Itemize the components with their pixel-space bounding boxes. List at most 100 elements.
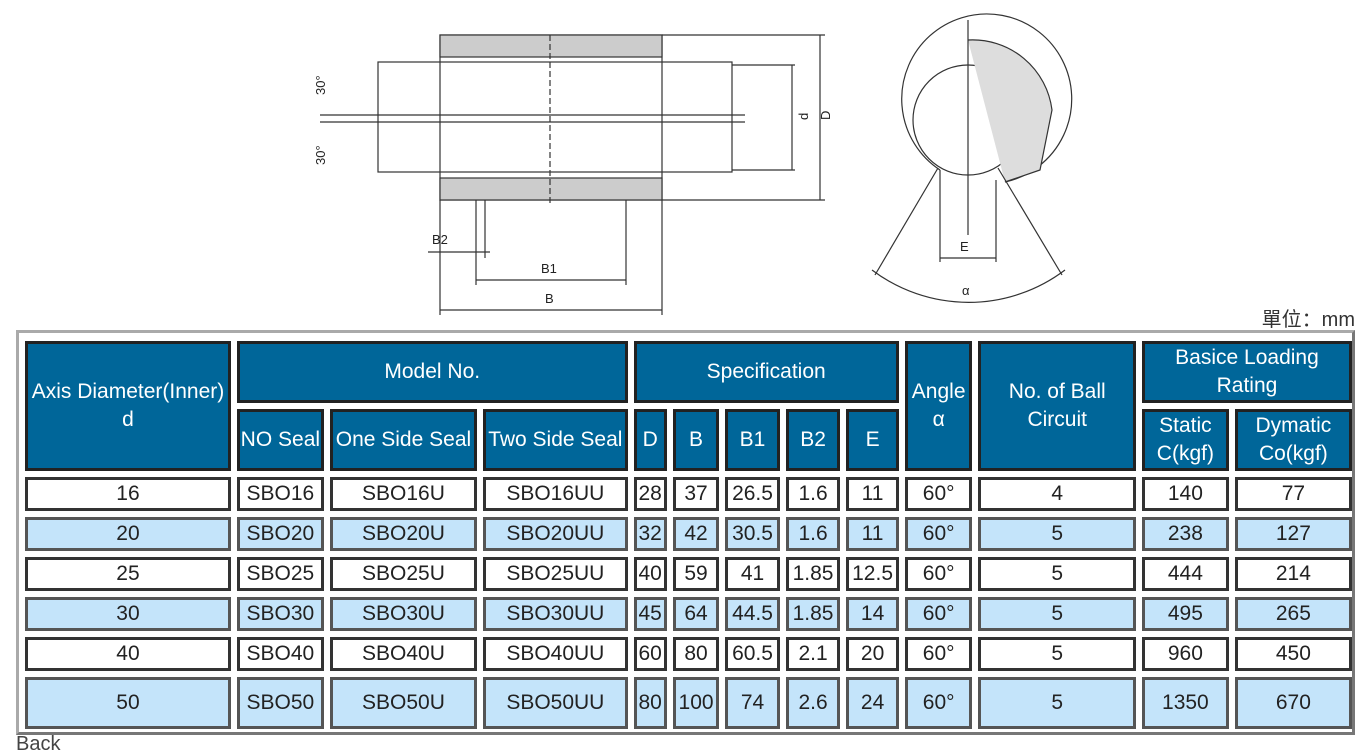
table-cell: SBO50 xyxy=(236,677,324,729)
table-cell: 25 xyxy=(25,557,231,591)
table-cell: 45 xyxy=(633,597,667,631)
table-cell: SBO25 xyxy=(236,557,324,591)
table-cell: 60° xyxy=(904,477,973,511)
table-cell: 2.1 xyxy=(785,637,841,671)
header-E: E xyxy=(846,409,899,471)
header-spec: Specification xyxy=(633,341,899,403)
table-cell: 14 xyxy=(846,597,899,631)
D-label: D xyxy=(818,111,833,120)
angle-top-label: 30° xyxy=(313,75,328,95)
table-cell: 5 xyxy=(978,637,1136,671)
table-cell: 60° xyxy=(904,597,973,631)
e-label: E xyxy=(960,239,969,254)
table-cell: 59 xyxy=(672,557,720,591)
table-cell: SBO16UU xyxy=(483,477,628,511)
table-cell: SBO16 xyxy=(236,477,324,511)
table-cell: 238 xyxy=(1141,517,1229,551)
table-cell: 140 xyxy=(1141,477,1229,511)
b2-label: B2 xyxy=(432,232,448,247)
angle-bottom-label: 30° xyxy=(313,145,328,165)
table-cell: 5 xyxy=(978,557,1136,591)
table-cell: 127 xyxy=(1234,517,1352,551)
table-cell: 60° xyxy=(904,517,973,551)
table-cell: 5 xyxy=(978,597,1136,631)
table-cell: 670 xyxy=(1234,677,1352,729)
table-cell: 4 xyxy=(978,477,1136,511)
table-cell: 20 xyxy=(25,517,231,551)
table-cell: 1350 xyxy=(1141,677,1229,729)
header-B1: B1 xyxy=(725,409,780,471)
table-cell: 265 xyxy=(1234,597,1352,631)
table-cell: SBO40UU xyxy=(483,637,628,671)
table-cell: 444 xyxy=(1141,557,1229,591)
table-cell: 28 xyxy=(633,477,667,511)
table-cell: 24 xyxy=(846,677,899,729)
header-dynamic: Dymatic Co(kgf) xyxy=(1234,409,1352,471)
alpha-label: α xyxy=(962,283,970,298)
table-cell: 1.85 xyxy=(785,557,841,591)
table-cell: 32 xyxy=(633,517,667,551)
header-B: B xyxy=(672,409,720,471)
table-cell: SBO50U xyxy=(329,677,478,729)
bearing-diagram: 30° 30° d D B2 B1 B E α xyxy=(313,13,1073,315)
header-model: Model No. xyxy=(236,341,628,403)
header-two-side: Two Side Seal xyxy=(483,409,628,471)
table-cell: 30 xyxy=(25,597,231,631)
b-label: B xyxy=(545,291,554,306)
table-cell: SBO30 xyxy=(236,597,324,631)
header-static: Static C(kgf) xyxy=(1141,409,1229,471)
spec-table: Axis Diameter(Inner) d Model No. Specifi… xyxy=(19,335,1358,735)
table-cell: 450 xyxy=(1234,637,1352,671)
header-angle: Angle α xyxy=(904,341,973,471)
table-cell: 64 xyxy=(672,597,720,631)
table-cell: 1.6 xyxy=(785,477,841,511)
table-cell: 41 xyxy=(725,557,780,591)
table-cell: SBO30U xyxy=(329,597,478,631)
table-cell: SBO50UU xyxy=(483,677,628,729)
table-cell: 50 xyxy=(25,677,231,729)
table-cell: SBO30UU xyxy=(483,597,628,631)
table-cell: SBO20UU xyxy=(483,517,628,551)
unit-label: 單位：mm xyxy=(1261,309,1355,331)
table-cell: 60.5 xyxy=(725,637,780,671)
table-cell: 40 xyxy=(25,637,231,671)
table-cell: SBO40 xyxy=(236,637,324,671)
b1-label: B1 xyxy=(541,261,557,276)
table-cell: 11 xyxy=(846,477,899,511)
table-cell: 80 xyxy=(672,637,720,671)
header-no-seal: NO Seal xyxy=(236,409,324,471)
table-cell: 11 xyxy=(846,517,899,551)
table-cell: 60° xyxy=(904,677,973,729)
table-cell: 2.6 xyxy=(785,677,841,729)
table-cell: 60° xyxy=(904,637,973,671)
header-axis: Axis Diameter(Inner) d xyxy=(25,341,231,471)
table-cell: 12.5 xyxy=(846,557,899,591)
header-one-side: One Side Seal xyxy=(329,409,478,471)
table-cell: 100 xyxy=(672,677,720,729)
table-cell: 74 xyxy=(725,677,780,729)
table-cell: SBO25U xyxy=(329,557,478,591)
header-D: D xyxy=(633,409,667,471)
table-cell: 16 xyxy=(25,477,231,511)
table-cell: 30.5 xyxy=(725,517,780,551)
table-cell: SBO20 xyxy=(236,517,324,551)
back-link[interactable]: Back xyxy=(16,733,61,755)
header-B2: B2 xyxy=(785,409,841,471)
table-cell: 1.85 xyxy=(785,597,841,631)
d-label: d xyxy=(796,113,811,120)
header-rating: Basice Loading Rating xyxy=(1141,341,1352,403)
table-cell: 5 xyxy=(978,677,1136,729)
table-cell: 60 xyxy=(633,637,667,671)
table-cell: SBO16U xyxy=(329,477,478,511)
table-cell: 37 xyxy=(672,477,720,511)
table-cell: 80 xyxy=(633,677,667,729)
table-cell: 40 xyxy=(633,557,667,591)
table-cell: 42 xyxy=(672,517,720,551)
spec-table-frame: Axis Diameter(Inner) d Model No. Specifi… xyxy=(16,330,1355,735)
table-cell: SBO20U xyxy=(329,517,478,551)
